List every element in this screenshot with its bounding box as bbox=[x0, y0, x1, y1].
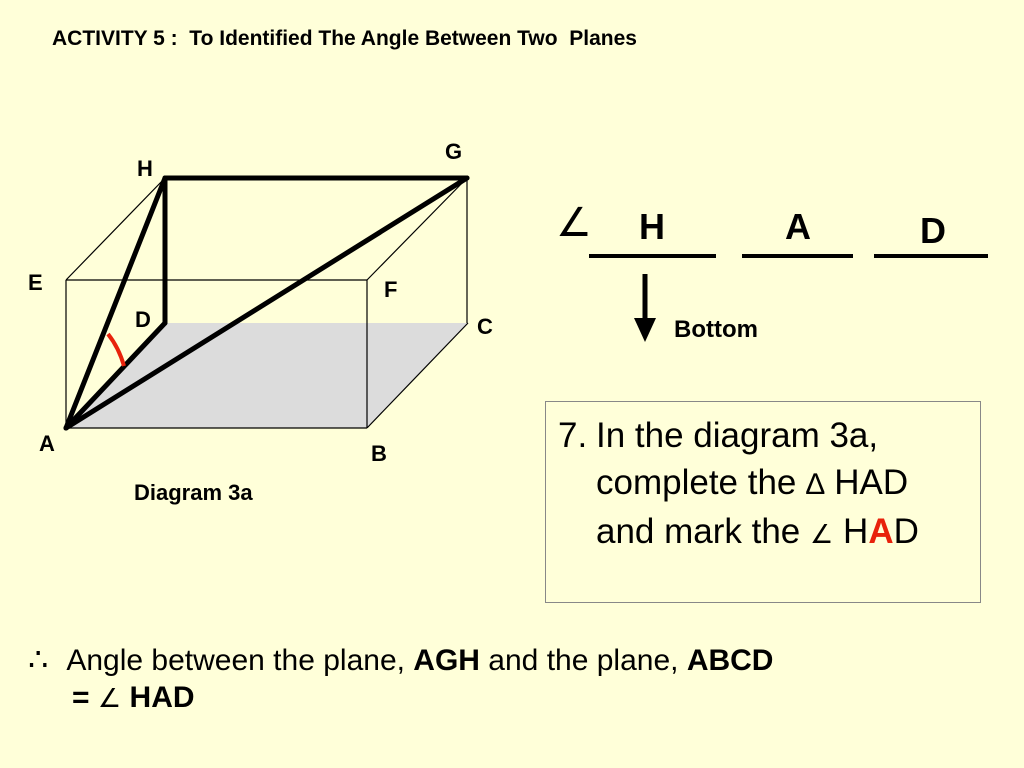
question-letter-d: D bbox=[893, 512, 919, 551]
angle-name-had: HAD bbox=[121, 681, 195, 714]
bottom-arrow-head bbox=[634, 318, 656, 342]
vertex-label-d: D bbox=[135, 307, 151, 332]
vertex-label-g: G bbox=[445, 139, 463, 164]
answer-letter-1: H bbox=[639, 206, 665, 247]
question-line-3-prefix: and mark the bbox=[596, 512, 810, 551]
edge-a-h bbox=[63, 175, 168, 431]
question-line-1: In the diagram 3a, bbox=[596, 416, 879, 455]
triangle-symbol: ∆ bbox=[806, 468, 825, 501]
therefore-symbol: ∴ bbox=[28, 641, 49, 677]
answer-letter-3: D bbox=[920, 210, 946, 251]
conclusion-text-1: Angle between the plane, bbox=[66, 644, 414, 677]
vertex-label-b: B bbox=[371, 441, 387, 466]
question-line-3: and mark the ∠ HAD bbox=[596, 508, 919, 558]
plane-abcd: ABCD bbox=[686, 644, 774, 677]
edge-b-c bbox=[366, 322, 469, 429]
cuboid-bold-edges bbox=[63, 175, 470, 431]
question-line-2-prefix: complete the bbox=[596, 463, 807, 502]
edge-a-g bbox=[63, 175, 470, 431]
angle-arc-had bbox=[106, 332, 126, 367]
vertex-label-e: E bbox=[28, 270, 43, 295]
vertex-label-a: A bbox=[39, 431, 55, 456]
angle-symbol-small: ∠ bbox=[810, 519, 834, 549]
question-line-2-suffix: HAD bbox=[824, 463, 909, 502]
vertex-label-f: F bbox=[384, 277, 398, 302]
equals-sign: = bbox=[72, 681, 90, 714]
page-title: ACTIVITY 5 : To Identified The Angle Bet… bbox=[52, 27, 637, 50]
diagram-caption: Diagram 3a bbox=[134, 480, 253, 505]
answer-blank-1 bbox=[589, 254, 716, 258]
edge-f-g bbox=[366, 177, 468, 281]
vertex-label-c: C bbox=[477, 314, 493, 339]
edge-e-h bbox=[65, 177, 166, 281]
question-box: 7. In the diagram 3a, complete the ∆ HAD… bbox=[545, 401, 981, 603]
answer-letter-2: A bbox=[785, 206, 811, 247]
plane-agh: AGH bbox=[413, 644, 480, 677]
question-letter-a: A bbox=[868, 512, 894, 551]
answer-blank-2 bbox=[742, 254, 853, 258]
conclusion-line-1: ∴ Angle between the plane, AGH and the pl… bbox=[28, 640, 773, 678]
edge-a-d bbox=[63, 320, 168, 431]
angle-symbol: ∠ bbox=[556, 201, 592, 245]
conclusion-text-2: and the plane, bbox=[479, 644, 687, 677]
vertex-label-h: H bbox=[137, 156, 153, 181]
question-number: 7. bbox=[558, 416, 588, 455]
question-letter-h: H bbox=[843, 512, 869, 551]
answer-blank-3 bbox=[874, 254, 988, 258]
bottom-label: Bottom bbox=[674, 316, 758, 343]
cuboid-thin-edges bbox=[65, 177, 469, 429]
base-plane-abcd bbox=[66, 323, 468, 428]
question-line-2: complete the ∆ HAD bbox=[596, 459, 919, 508]
conclusion-line-2: = ∠ HAD bbox=[72, 681, 195, 715]
angle-symbol-conclusion: ∠ bbox=[97, 683, 122, 713]
